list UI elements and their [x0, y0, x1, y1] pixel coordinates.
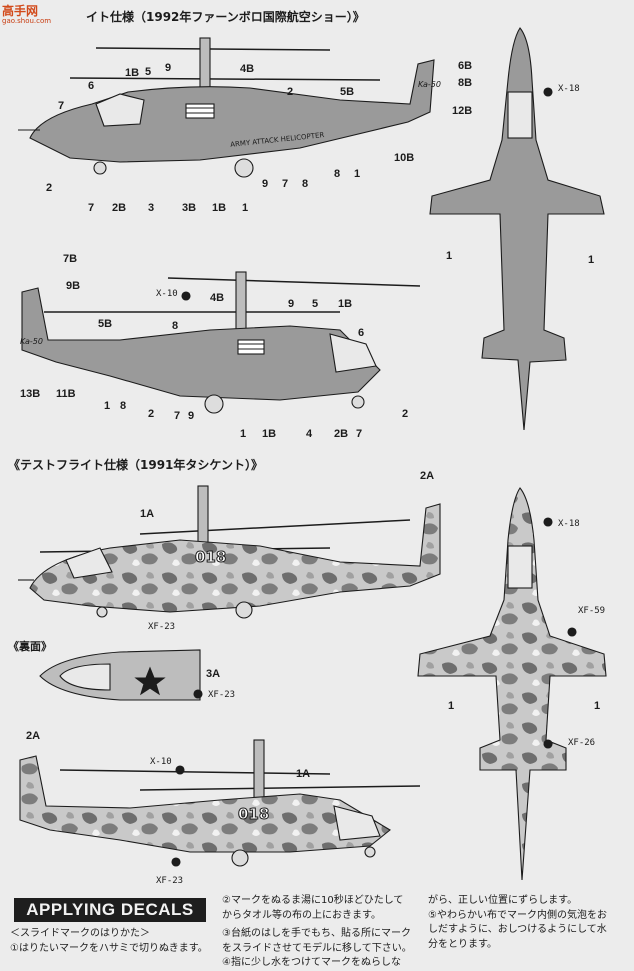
label: 1A	[296, 768, 311, 780]
bort-018-test: 018	[194, 548, 227, 567]
label: 7	[356, 428, 363, 440]
ka50-marking-b: Ka-50	[20, 337, 43, 346]
label: 13B	[20, 388, 41, 400]
bort-018-bottom: 018	[237, 805, 270, 824]
paint-code: X-18	[558, 519, 580, 529]
label: 8	[120, 400, 127, 412]
step-2: ②マークをぬるま湯に10秒ほどひたして	[222, 895, 404, 906]
side-view-bottom	[19, 739, 421, 867]
label: 2	[46, 182, 53, 194]
label: 1A	[140, 508, 155, 520]
site-watermark: 高手网 gao.shou.com	[2, 2, 51, 25]
step-3-cont: をスライドさせてモデルに移して下さい。	[222, 943, 412, 954]
paint-code: X-10	[150, 757, 172, 767]
paint-code: X-18	[558, 84, 580, 94]
top-view-test-flight	[417, 487, 607, 881]
label: 1	[446, 250, 453, 262]
label: 1	[240, 428, 247, 440]
label: 5	[145, 66, 152, 78]
label: 6	[358, 327, 365, 339]
applying-decals-title: APPLYING DECALS	[14, 898, 206, 922]
label: 1B	[262, 428, 277, 440]
label: 1	[588, 254, 595, 266]
side-view-test-flight	[18, 485, 441, 619]
label: 4	[306, 428, 313, 440]
paint-code: XF-23	[156, 876, 184, 886]
label: 4B	[240, 63, 255, 75]
top-view-farnborough	[429, 27, 605, 431]
paint-code: X-10	[156, 289, 178, 299]
paint-code: XF-23	[208, 690, 236, 700]
label: 6	[88, 80, 95, 92]
label: 10B	[394, 152, 415, 164]
label: 6B	[458, 60, 473, 72]
label: 2	[402, 408, 409, 420]
label: 7	[282, 178, 289, 190]
side-view-farnborough	[18, 37, 435, 178]
label: 9B	[66, 280, 81, 292]
label: 1	[104, 400, 111, 412]
label: 12B	[452, 105, 473, 117]
label: 8B	[458, 77, 473, 89]
label: 7	[88, 202, 95, 214]
label: 7	[58, 100, 65, 112]
label: 2A	[26, 730, 41, 742]
label: 5B	[340, 86, 355, 98]
label: 3	[148, 202, 155, 214]
label: 8	[302, 178, 309, 190]
underside-header: 《裏面》	[8, 640, 52, 653]
step-2-cont: からタオル等の布の上におきます。	[222, 910, 381, 921]
farnborough-header: イト仕様（1992年ファーンボロ国際航空ショー）》	[86, 10, 365, 24]
label: 1B	[125, 67, 140, 79]
label: 7B	[63, 253, 78, 265]
paint-code: XF-23	[148, 622, 176, 632]
label: 2A	[420, 470, 435, 482]
step-4: ④指に少し水をつけてマークをぬらしな	[222, 957, 401, 968]
label: 1	[242, 202, 249, 214]
paint-code: XF-26	[568, 738, 596, 748]
test-flight-header: 《テストフライト仕様（1991年タシケント）》	[8, 458, 264, 472]
step-1: ①はりたいマークをハサミで切りぬきます。	[10, 943, 208, 954]
label: 1	[354, 168, 361, 180]
label: 2	[287, 86, 294, 98]
watermark-url: gao.shou.com	[2, 17, 52, 25]
label: 3A	[206, 668, 221, 680]
label: 5	[312, 298, 319, 310]
label: 5B	[98, 318, 113, 330]
step-5-cont: しだすように、おしつけるようにして水	[428, 924, 607, 935]
step-5-end: 分をとります。	[428, 939, 497, 950]
label: 4B	[210, 292, 225, 304]
label: 9	[288, 298, 295, 310]
label: 8	[334, 168, 341, 180]
label: 2B	[334, 428, 349, 440]
paint-code: XF-59	[578, 606, 606, 616]
step-4-cont: がら、正しい位置にずらします。	[428, 895, 578, 906]
side-view-farnborough-right	[21, 271, 421, 414]
label: 3B	[182, 202, 197, 214]
label: 9	[188, 410, 195, 422]
step-5: ⑤やわらかい布でマーク内側の気泡をお	[428, 910, 607, 921]
label: 11B	[56, 388, 76, 400]
label: 9	[262, 178, 269, 190]
label: 7	[174, 410, 181, 422]
label: 8	[172, 320, 179, 332]
applying-subtitle: ＜スライドマークのはりかた＞	[10, 928, 150, 939]
label: 1	[594, 700, 601, 712]
label: 1	[448, 700, 455, 712]
watermark-logo: 高手网	[2, 4, 39, 18]
step-3: ③台紙のはしを手でもち、貼る所にマーク	[222, 928, 411, 939]
label: 1B	[212, 202, 227, 214]
ka50-marking-a: Ka-50	[418, 80, 441, 89]
underside-view	[39, 649, 203, 701]
label: 2	[148, 408, 155, 420]
label: 9	[165, 62, 172, 74]
label: 2B	[112, 202, 127, 214]
label: 1B	[338, 298, 353, 310]
